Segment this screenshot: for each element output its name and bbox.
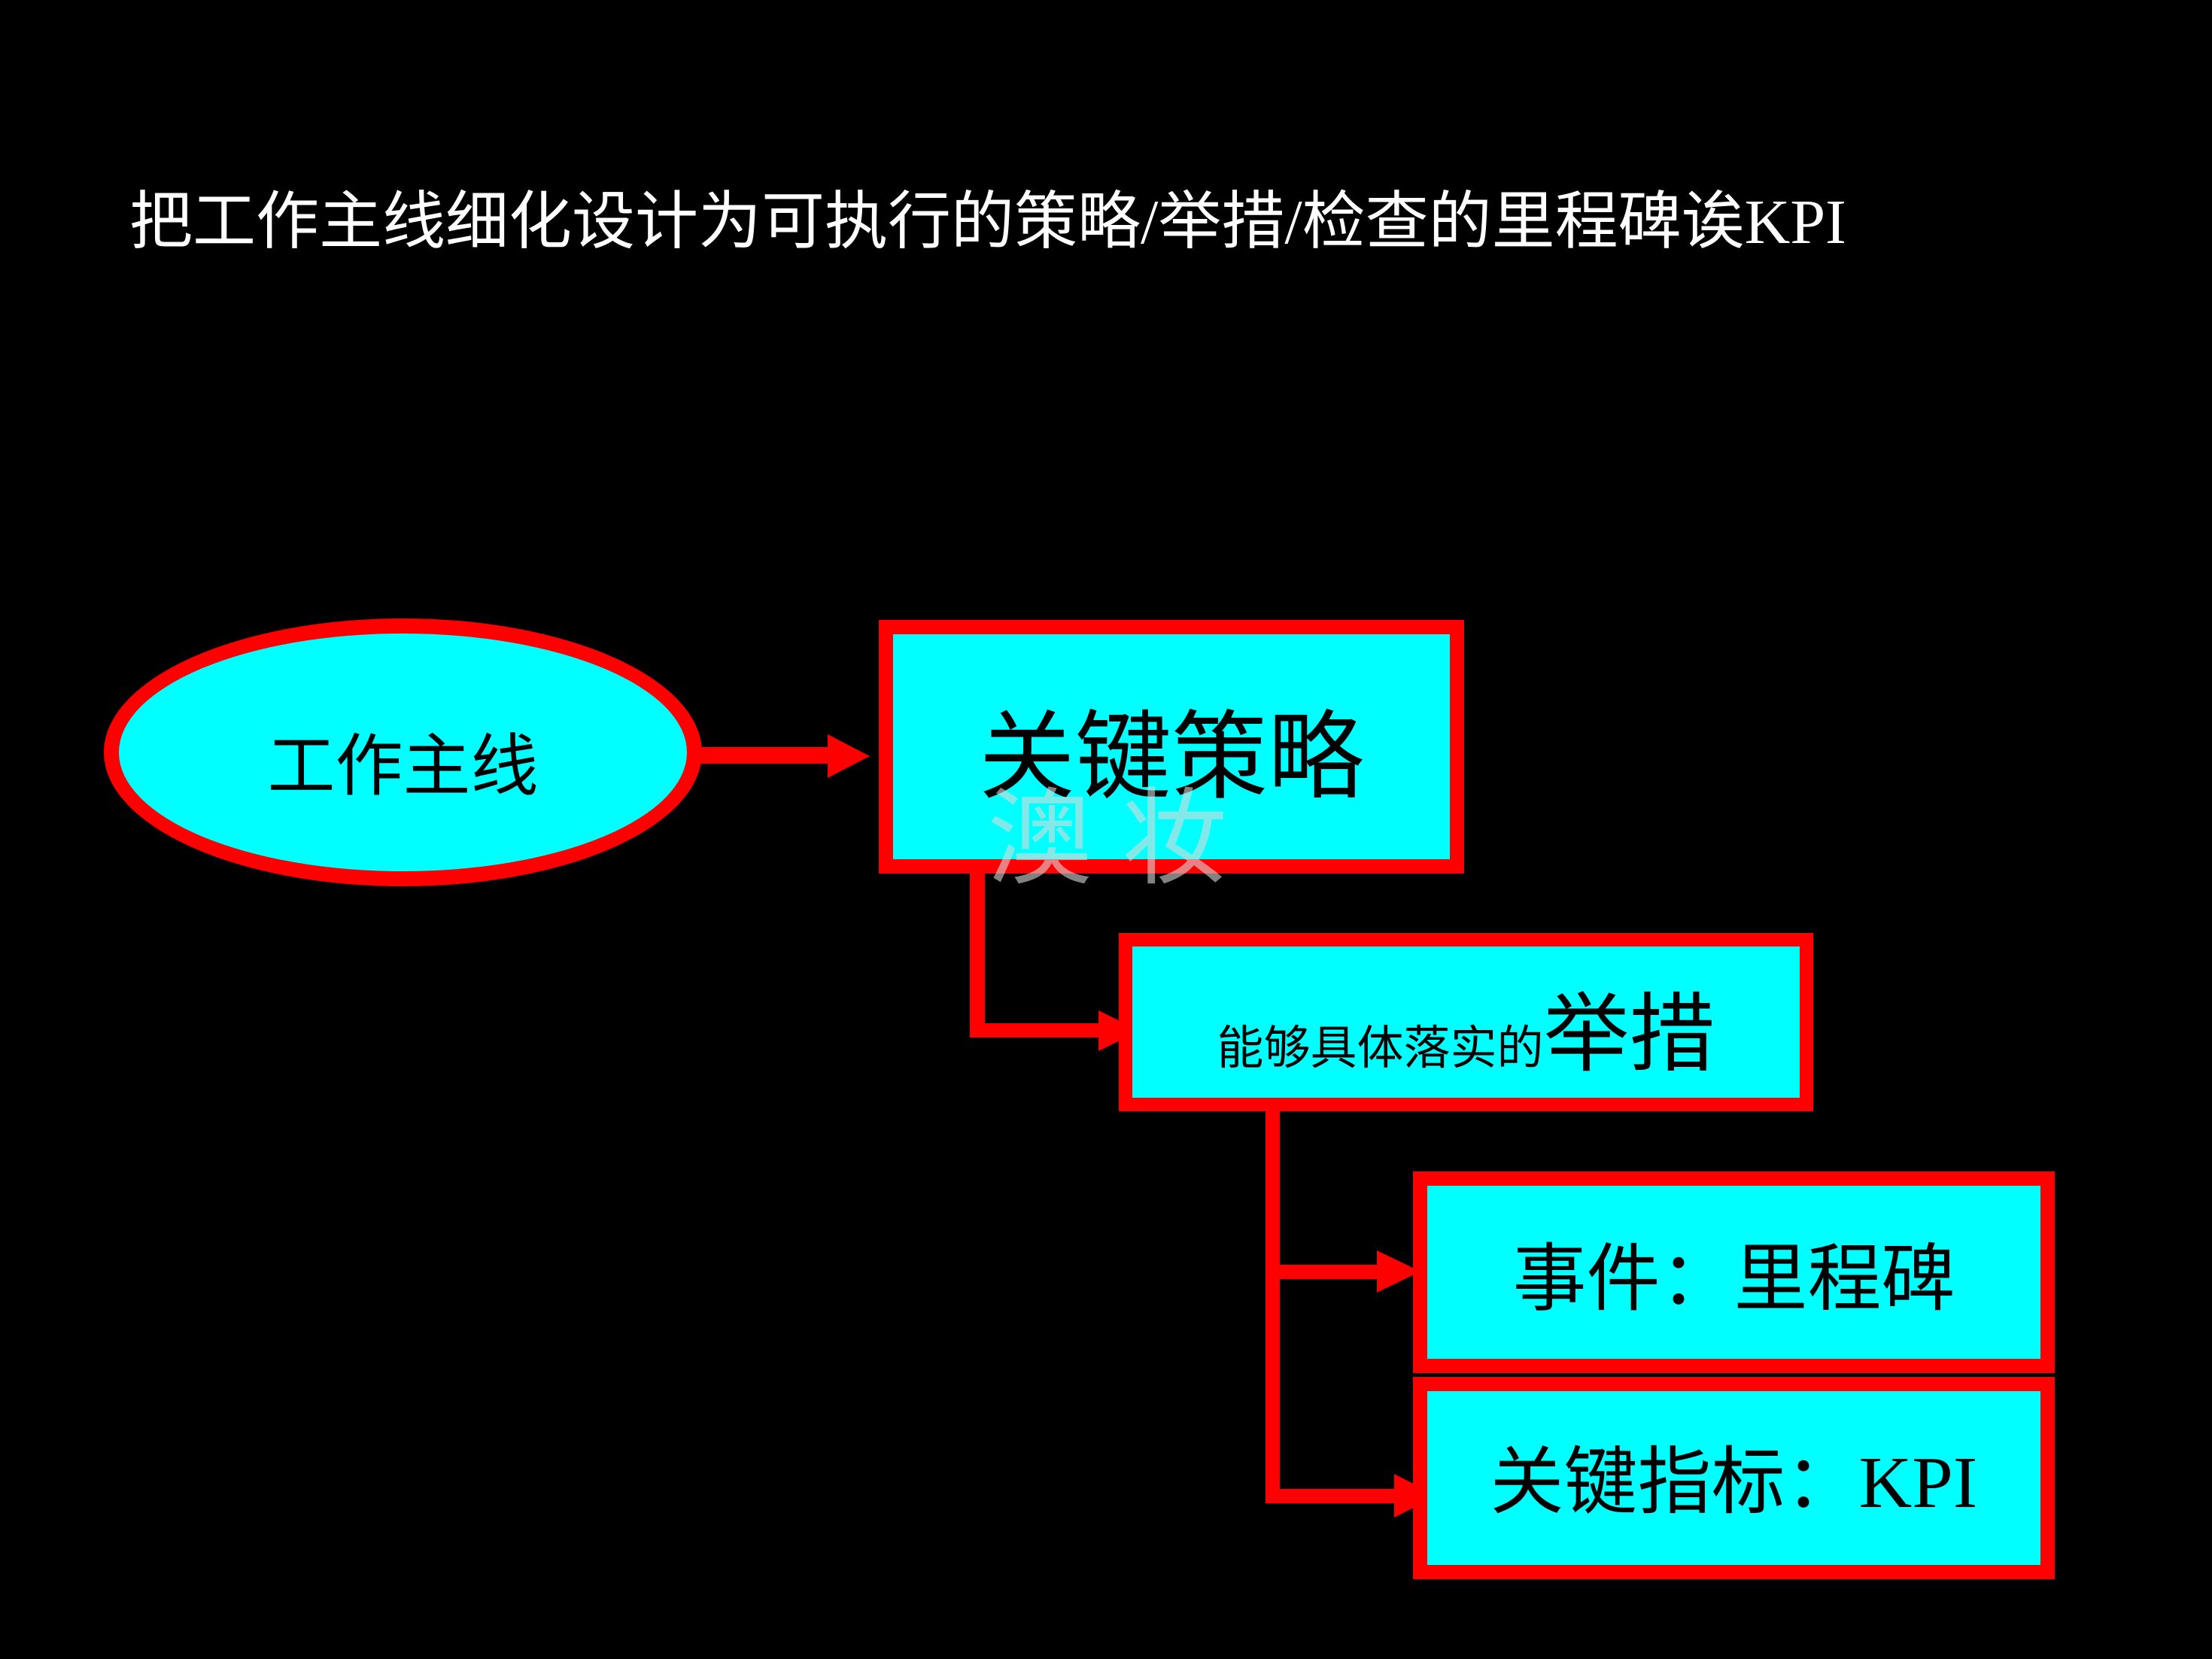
node-measures-labelrow: 能够具体落实的举措: [1217, 965, 1715, 1089]
node-milestone-label: 事件：里程碑: [1512, 1239, 1955, 1320]
edge-strategy-measures-horizontal: [970, 1023, 1098, 1038]
node-kpi-box: 关键指标：KPI: [1413, 1377, 2055, 1579]
edge-mainline-strategy-shaft: [700, 747, 828, 764]
node-milestone-box: 事件：里程碑: [1413, 1171, 2055, 1373]
watermark: 澳 妆: [987, 779, 1227, 898]
node-kpi-label: 关键指标：KPI: [1490, 1442, 1978, 1524]
edge-measures-kpi-horizontal: [1266, 1489, 1394, 1503]
node-mainline-ellipse: 工作主线: [104, 618, 702, 886]
edge-mainline-strategy-arrowhead-icon: [828, 734, 870, 778]
node-strategy-box: 关键策略: [879, 620, 1464, 874]
node-measures-prefix: 能够具体落实的: [1217, 1023, 1544, 1074]
edge-measures-branch-vertical: [1266, 1111, 1280, 1503]
slide-title: 把工作主线细化设计为可执行的策略/举措/检查的里程碑诶KPI: [129, 187, 1847, 257]
node-mainline-label: 工作主线: [267, 730, 539, 804]
node-measures-box: 能够具体落实的举措: [1119, 933, 1813, 1111]
node-measures-emphasis: 举措: [1543, 987, 1715, 1083]
edge-measures-milestone-horizontal: [1266, 1265, 1377, 1279]
node-strategy-label: 关键策略: [978, 704, 1364, 811]
edge-strategy-measures-vertical: [970, 874, 985, 1038]
